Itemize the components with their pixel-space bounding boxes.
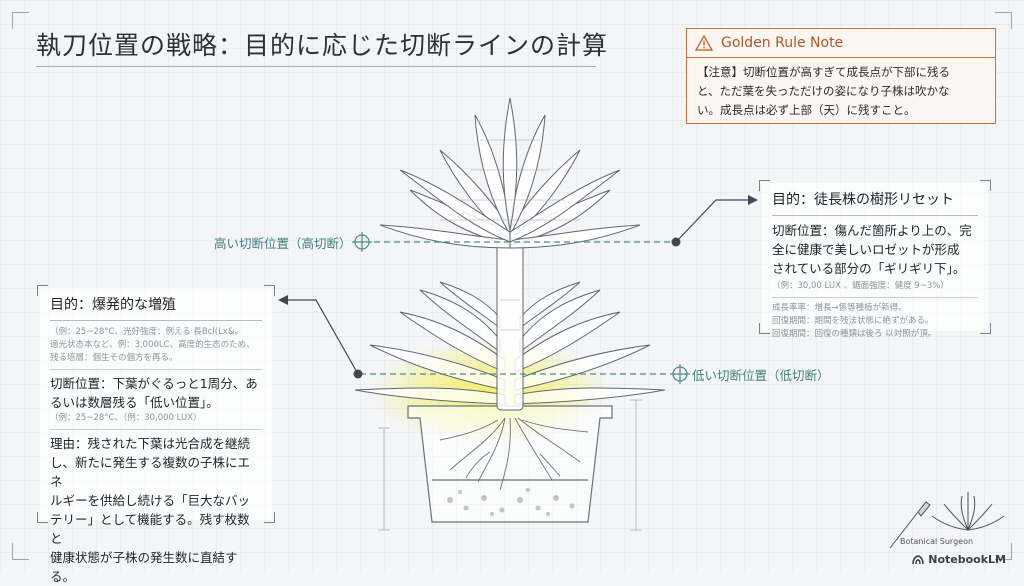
low-cut-label: 低い切断位置（低切断） (692, 368, 830, 383)
body-line: し、新たに発生する複数の子株にエネ (50, 455, 251, 489)
faint-block: （例：25~28°C、光好強度：例える 長Bcl(Lx&。 適光状态本など、例：… (50, 326, 262, 365)
low-cut-panel: 目的：爆発的な増殖 （例：25~28°C、光好強度：例える 長Bcl(Lx&。 … (37, 285, 275, 584)
panel-separator (50, 429, 262, 430)
body-line: 健康状態が子株の発生数に直結する。 (50, 550, 238, 584)
note-body: 【注意】切断位置が高すぎて成長点が下部に残る と、ただ葉を失っただけの姿になり子… (687, 58, 995, 120)
panel-bracket (980, 323, 991, 334)
faint-line: 回復期間：回復の種類は後ろ 以対照が頂。 (772, 329, 937, 339)
panel-separator (50, 369, 262, 370)
frame-corner-bottom-right (995, 543, 1012, 560)
pot-soil-stones (447, 488, 575, 516)
warning-triangle-icon (695, 35, 713, 51)
low-cut-line (278, 295, 690, 384)
faint-line: 成長率率：増長→係等種植が新得。 (772, 303, 907, 313)
panel-bracket (759, 180, 770, 191)
botanical-surgeon-logo (889, 492, 1005, 549)
note-header: Golden Rule Note (687, 29, 995, 58)
faint-line: （例：25~28°C、光好強度：例える 長Bcl(Lx&。 (50, 327, 243, 337)
panel-bracket (37, 285, 48, 296)
body-line: るいは数層残る「低い位置」。 (50, 395, 219, 410)
body-line: 切断位置：下葉がぐるっと1周分、あ (50, 376, 258, 391)
crown-rosette (379, 97, 641, 249)
roots (439, 417, 589, 491)
high-cut-position-text: 切断位置：傷んだ箇所より上の、完 全に健康で美しいロゼットが形成 されている部分… (772, 221, 978, 278)
body-line: 全に健康で美しいロゼットが形成 (772, 242, 960, 257)
panel-bracket (264, 512, 275, 523)
body-line: 理由：残された下葉は光合成を継続 (50, 436, 251, 451)
crown-mesh-lines (440, 139, 580, 331)
panel-bracket (37, 512, 48, 523)
agave-plant-illustration (278, 97, 1005, 549)
high-cut-panel-heading: 目的：徒長株の樹形リセット (772, 183, 978, 216)
panel-bracket (759, 323, 770, 334)
high-cut-line (352, 195, 758, 252)
faint-line: 適光状态本など、例：3,000LC、高度的生态のため、 (50, 340, 255, 350)
high-cut-label: 高い切断位置（高切断） (214, 236, 352, 251)
body-line: テリー」として機能する。残す枚数と (50, 512, 250, 546)
body-line: 切断位置：傷んだ箇所より上の、完 (772, 223, 972, 238)
faint-example: （例：30,00 LUX 、鋸面強度：健度 9~3%） (772, 281, 949, 291)
panel-separator (772, 297, 978, 298)
note-heading: Golden Rule Note (721, 35, 844, 51)
faint-example: （例：25~28°C、（例：30,000 LUX） (50, 413, 202, 423)
logo-caption: Botanical Surgeon (900, 537, 974, 546)
panel-bracket (264, 285, 275, 296)
frame-corner-top-right (995, 12, 1012, 29)
high-cut-panel: 目的：徒長株の樹形リセット 切断位置：傷んだ箇所より上の、完 全に健康で美しいロ… (759, 180, 991, 339)
note-line: 【注意】切断位置が高すぎて成長点が下部に残る (697, 65, 950, 79)
reason-text: 理由：残された下葉は光合成を継続 し、新たに発生する複数の子株にエネ ルギーを供… (50, 434, 262, 586)
body-line: されている部分の「ギリギリ下」。 (772, 261, 966, 276)
low-cut-position-text: 切断位置：下葉がぐるっと1周分、あ るいは数層残る「低い位置」。 (50, 374, 262, 412)
frame-corner-top-left (12, 12, 29, 29)
low-cut-panel-heading: 目的：爆発的な増殖 (50, 288, 262, 321)
faint-line: 残る培層：個生その個方を再る。 (50, 353, 178, 363)
title-underline (36, 66, 596, 67)
panel-bracket (980, 180, 991, 191)
page-title: 執刀位置の戦略：目的に応じた切断ラインの計算 (36, 31, 609, 60)
golden-rule-note: Golden Rule Note 【注意】切断位置が高すぎて成長点が下部に残る … (686, 28, 996, 124)
lower-leaves (354, 281, 666, 405)
notebooklm-logo-icon (912, 554, 925, 564)
note-line: い。成長点は必ず上部（天）に残すこと。 (697, 103, 916, 117)
body-line: ルギーを供給し続ける「巨大なバッ (50, 493, 251, 508)
note-line: と、ただ葉を失っただけの姿になり子株は吹かな (697, 84, 950, 98)
brand-name: NotebookLM (928, 553, 1006, 566)
frame-corner-bottom-left (12, 543, 29, 560)
brand-footer: NotebookLM (912, 553, 1006, 566)
faint-line: 回復期間：期間を残法状態に絶ずがある。 (772, 316, 934, 326)
stem (496, 239, 524, 411)
